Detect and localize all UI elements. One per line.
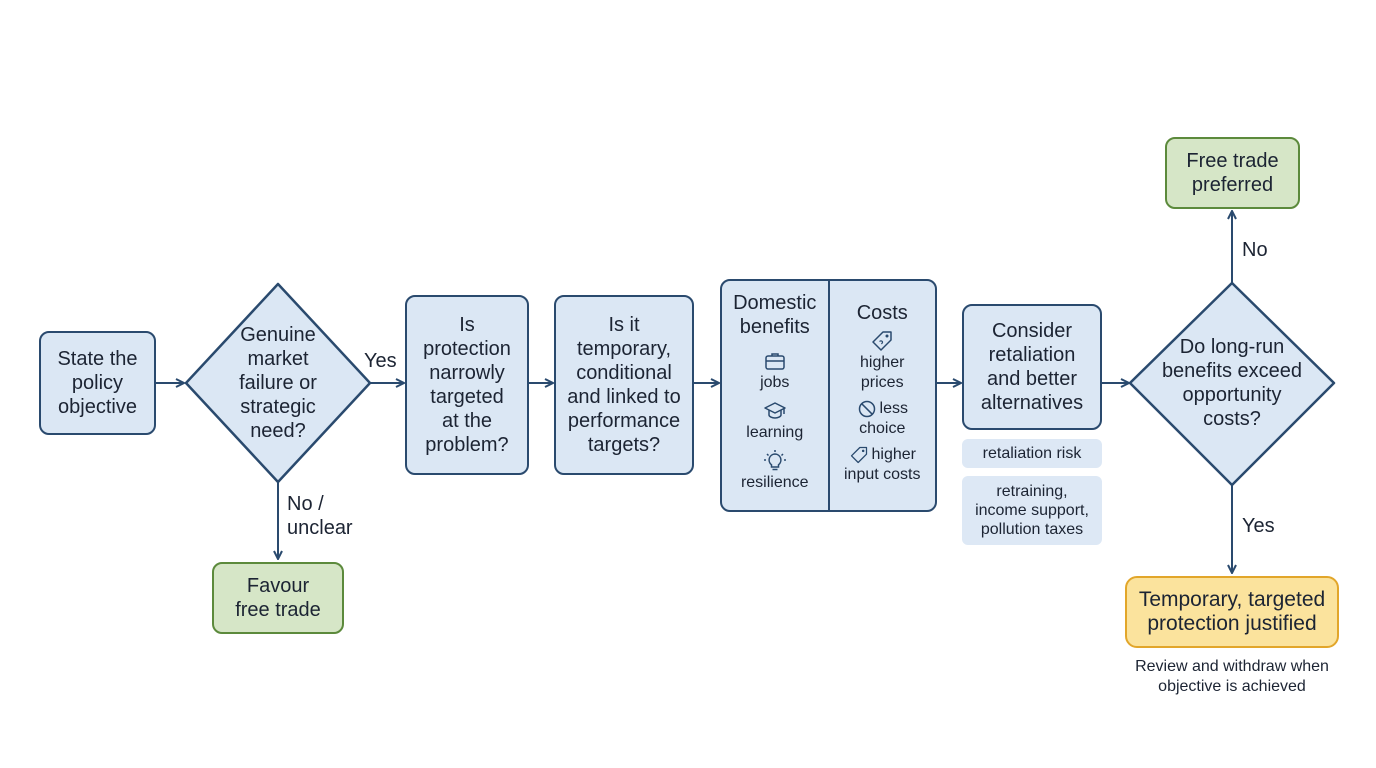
long-run-line: benefits exceed (1161, 360, 1303, 382)
benefit-learning: learning (746, 399, 803, 443)
temporary-conditional-line: performance (567, 410, 681, 432)
narrowly-targeted-line: problem? (425, 434, 509, 456)
market-failure-line: failure or (239, 372, 317, 394)
temporary-conditional-box: Is it temporary, conditional and linked … (554, 295, 694, 475)
cost-higher-input-costs: higher input costs (844, 445, 920, 485)
edge-label-yes-2: Yes (1242, 515, 1275, 537)
protection-justified-line: Temporary, targeted (1138, 588, 1326, 611)
price-tag-icon (872, 331, 892, 351)
free-trade-preferred-box: Free trade preferred (1165, 137, 1300, 209)
cost-less-choice: less choice (857, 399, 908, 439)
free-trade-preferred-line: preferred (1191, 174, 1274, 196)
edge-label-no: No (1242, 239, 1268, 261)
free-trade-preferred-line: Free trade (1186, 150, 1279, 172)
benefits-costs-box: Domestic benefits jobs learning (720, 279, 937, 512)
costs-title: Costs (856, 302, 908, 324)
cost-line: less (879, 400, 908, 417)
consider-retaliation-line: and better (986, 368, 1078, 390)
consider-retaliation-line: retaliation (988, 344, 1076, 366)
long-run-line: Do long-run (1179, 336, 1285, 358)
market-failure-line: need? (250, 420, 306, 442)
benefits-title-line: Domestic (733, 292, 817, 314)
favour-free-trade-line: Favour (246, 575, 310, 597)
review-caption-line: objective is achieved (1158, 678, 1306, 695)
temporary-conditional-line: temporary, (576, 338, 672, 360)
alternatives-note: retraining, income support, pollution ta… (962, 476, 1102, 545)
alternatives-line: pollution taxes (980, 521, 1084, 538)
narrowly-targeted-line: targeted (430, 386, 504, 408)
briefcase-icon (764, 353, 785, 370)
no-unclear-line: No / (287, 493, 324, 515)
market-failure-question: Genuine market failure or strategic need… (208, 323, 348, 443)
favour-free-trade-box: Favour free trade (212, 562, 344, 634)
state-objective-line: policy (71, 372, 124, 394)
protection-justified-line: protection justified (1147, 612, 1317, 635)
edge-label-no-unclear: No / unclear (287, 492, 353, 540)
state-objective-box: State the policy objective (39, 331, 156, 435)
domestic-benefits-column: Domestic benefits jobs learning (722, 281, 828, 510)
state-objective-line: State the (57, 348, 138, 370)
review-caption: Review and withdraw when objective is ac… (1112, 657, 1352, 697)
long-run-line: costs? (1203, 408, 1261, 430)
no-unclear-line: unclear (287, 517, 353, 539)
price-tag-icon (850, 446, 867, 464)
cost-line: choice (859, 420, 906, 437)
consider-retaliation-line: alternatives (980, 392, 1084, 414)
retaliation-risk-note: retaliation risk (962, 439, 1102, 468)
temporary-conditional-line: targets? (587, 434, 661, 456)
protection-justified-box: Temporary, targeted protection justified (1125, 576, 1339, 648)
domestic-benefits-title: Domestic benefits (733, 291, 816, 339)
benefits-title-line: benefits (739, 316, 810, 338)
higher-input-inline: higher (849, 445, 916, 465)
consider-retaliation-box: Consider retaliation and better alternat… (962, 304, 1102, 430)
review-caption-line: Review and withdraw when (1135, 658, 1329, 675)
retaliation-risk-text: retaliation risk (982, 445, 1082, 462)
state-objective-line: objective (58, 396, 137, 418)
cost-line: prices (860, 374, 904, 391)
benefit-label: jobs (760, 374, 790, 391)
long-run-question: Do long-run benefits exceed opportunity … (1152, 335, 1312, 431)
consider-retaliation-line: Consider (991, 320, 1073, 342)
graduation-cap-icon (764, 402, 786, 419)
cost-higher-prices: higher prices (860, 329, 904, 393)
edge-label-yes: Yes (364, 350, 397, 372)
narrowly-targeted-line: protection (423, 338, 511, 360)
narrowly-targeted-line: Is (459, 314, 475, 336)
lightbulb-icon (763, 450, 786, 471)
market-failure-line: Genuine (240, 324, 316, 346)
temporary-conditional-line: conditional (576, 362, 672, 384)
benefit-jobs: jobs (760, 349, 789, 393)
temporary-conditional-line: Is it (608, 314, 640, 336)
narrowly-targeted-line: narrowly (429, 362, 505, 384)
long-run-line: opportunity (1182, 384, 1282, 406)
less-choice-inline: less (857, 399, 908, 419)
narrowly-targeted-box: Is protection narrowly targeted at the p… (405, 295, 529, 475)
benefit-label: resilience (740, 474, 809, 491)
costs-column: Costs higher prices less cho (827, 281, 936, 510)
market-failure-line: market (247, 348, 309, 370)
market-failure-line: strategic (240, 396, 316, 418)
alternatives-line: retraining, (996, 483, 1068, 500)
favour-free-trade-line: free trade (235, 599, 321, 621)
cost-line: higher (860, 354, 905, 371)
narrowly-targeted-line: at the (441, 410, 493, 432)
benefit-label: learning (746, 424, 804, 441)
benefit-resilience: resilience (741, 449, 809, 493)
cost-line: higher (871, 446, 916, 463)
cost-line: input costs (844, 466, 921, 483)
temporary-conditional-line: and linked to (567, 386, 681, 408)
alternatives-line: income support, (975, 502, 1089, 519)
prohibited-icon (858, 400, 875, 418)
